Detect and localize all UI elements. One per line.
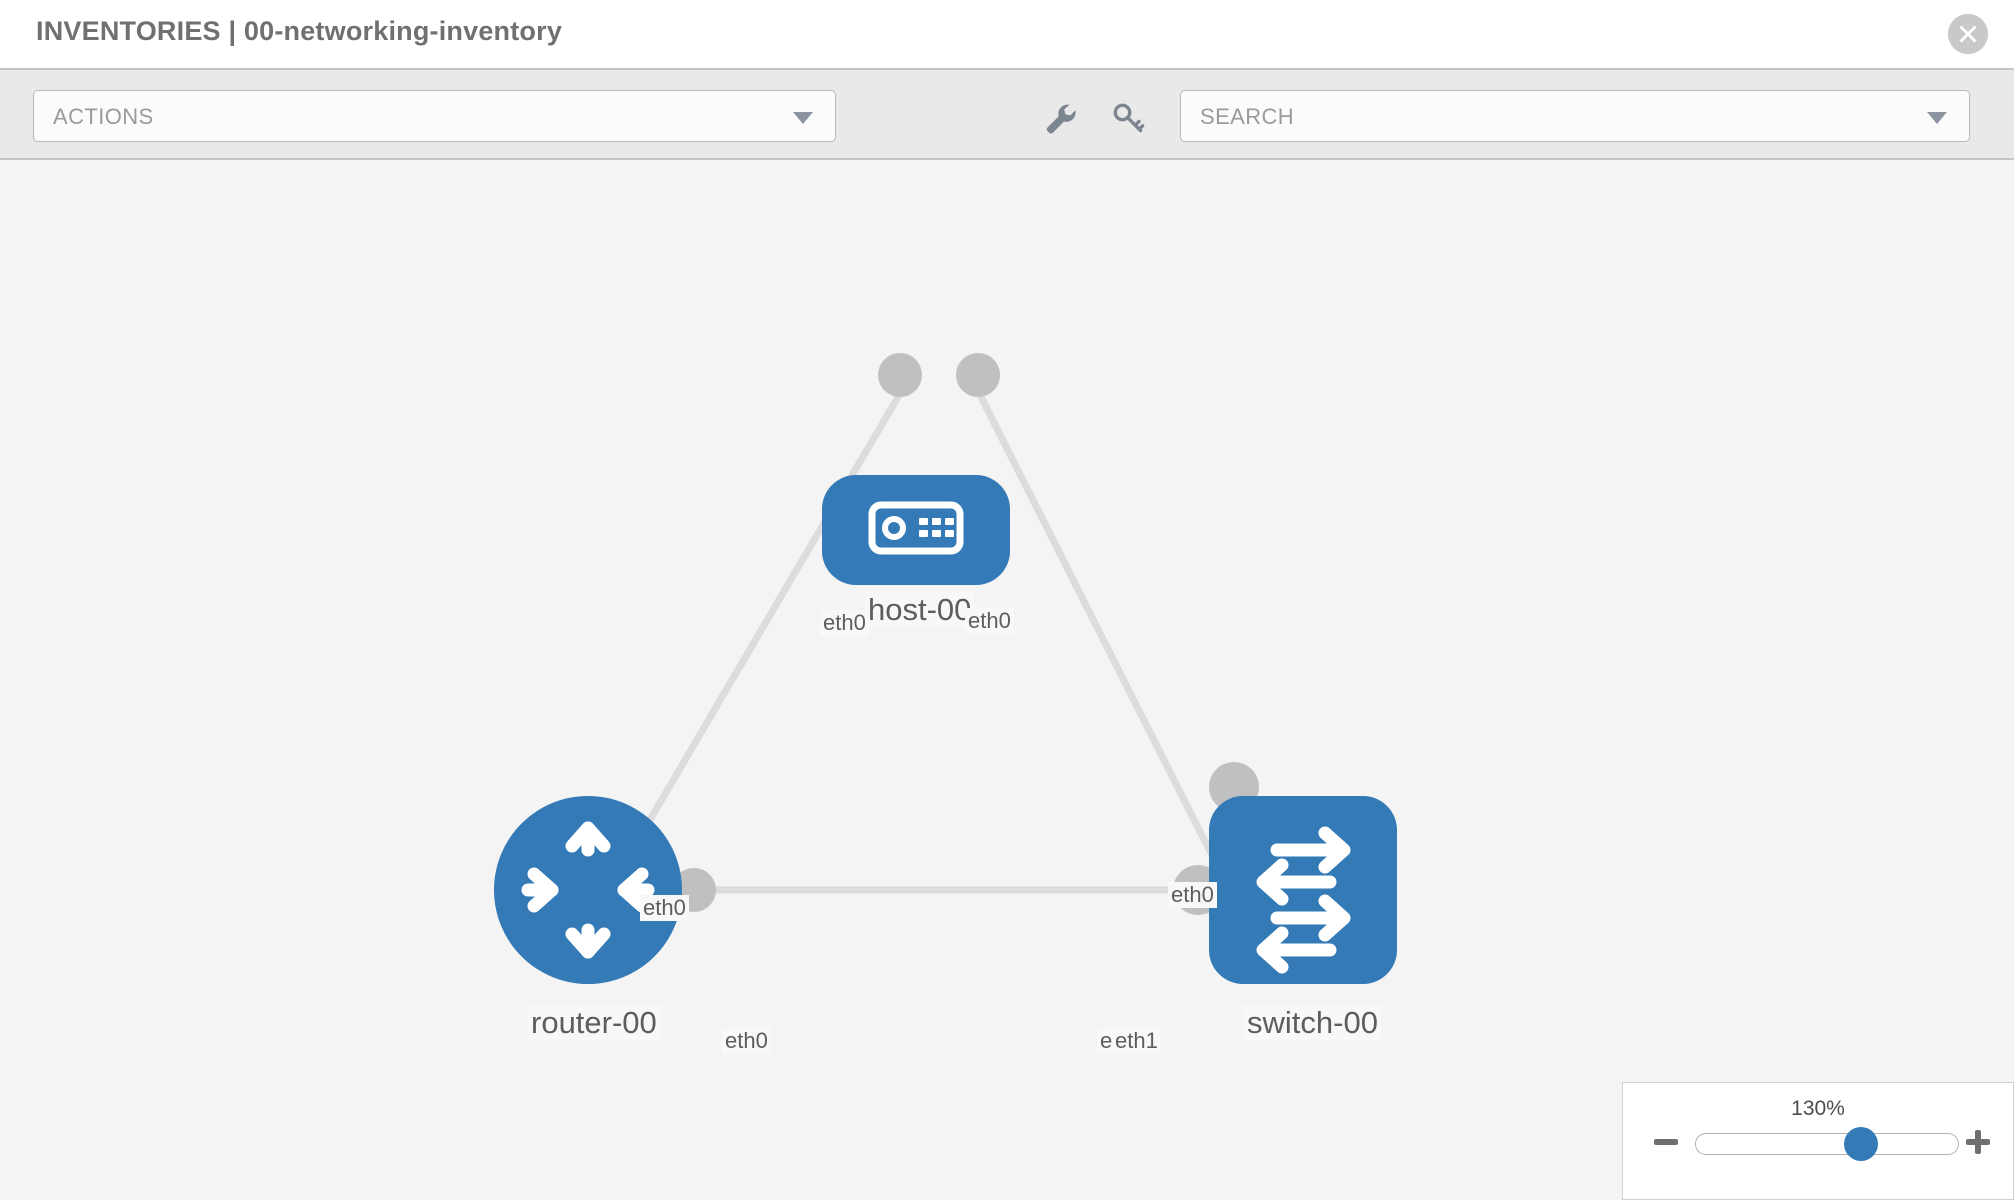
node-label-host-00: host-00: [865, 592, 975, 627]
search-input[interactable]: SEARCH: [1180, 90, 1970, 142]
node-switch-00[interactable]: [1209, 796, 1397, 984]
page-title: INVENTORIES | 00-networking-inventory: [36, 16, 563, 46]
minus-icon[interactable]: [1651, 1127, 1681, 1157]
zoom-slider-handle[interactable]: [1844, 1127, 1879, 1161]
search-input-value: SEARCH: [1200, 104, 1295, 129]
interface-label-router00-right: eth0: [722, 1028, 771, 1054]
link-host00-switch00[interactable]: [971, 383, 1241, 907]
switch-arrows-icon: [1256, 826, 1351, 974]
node-label-router-00: router-00: [528, 1005, 660, 1040]
chevron-down-icon: [793, 112, 813, 124]
zoom-percent-label: 130%: [1791, 1097, 1845, 1120]
server-icon: [868, 501, 964, 555]
node-label-switch-00: switch-00: [1244, 1005, 1381, 1040]
zoom-slider-track[interactable]: [1695, 1127, 1959, 1161]
actions-dropdown[interactable]: ACTIONS: [33, 90, 836, 142]
node-router-00[interactable]: [494, 796, 682, 984]
connector-host00-right[interactable]: [956, 353, 1000, 397]
plus-icon[interactable]: [1963, 1127, 1993, 1157]
zoom-control-panel: 130%: [1622, 1082, 2014, 1200]
router-arrows-icon: [521, 821, 655, 959]
interface-label-host00-right: eth0: [965, 608, 1014, 634]
topology-canvas[interactable]: host-00 router-00 switch-00 eth0 eth0 et…: [0, 160, 2014, 1200]
link-host00-router00[interactable]: [596, 383, 909, 907]
topology-links: [596, 383, 1241, 907]
key-icon[interactable]: [1110, 100, 1146, 136]
interface-label-router00-up: eth0: [640, 895, 689, 921]
topology-graph[interactable]: [0, 160, 2014, 1200]
wrench-icon[interactable]: [1042, 100, 1078, 136]
toolbar: ACTIONS SEARCH: [0, 68, 2014, 160]
interface-label-switch00-up: eth0: [1168, 882, 1217, 908]
connector-host00-left[interactable]: [878, 353, 922, 397]
node-host-00[interactable]: [822, 475, 1010, 585]
chevron-down-icon: [1927, 112, 1947, 124]
interface-label-host00-left: eth0: [820, 610, 869, 636]
close-icon[interactable]: [1948, 14, 1988, 54]
actions-dropdown-label: ACTIONS: [53, 104, 154, 129]
page-header: INVENTORIES | 00-networking-inventory: [0, 0, 2014, 68]
interface-label-switch00-eth1: eth1: [1112, 1028, 1161, 1054]
